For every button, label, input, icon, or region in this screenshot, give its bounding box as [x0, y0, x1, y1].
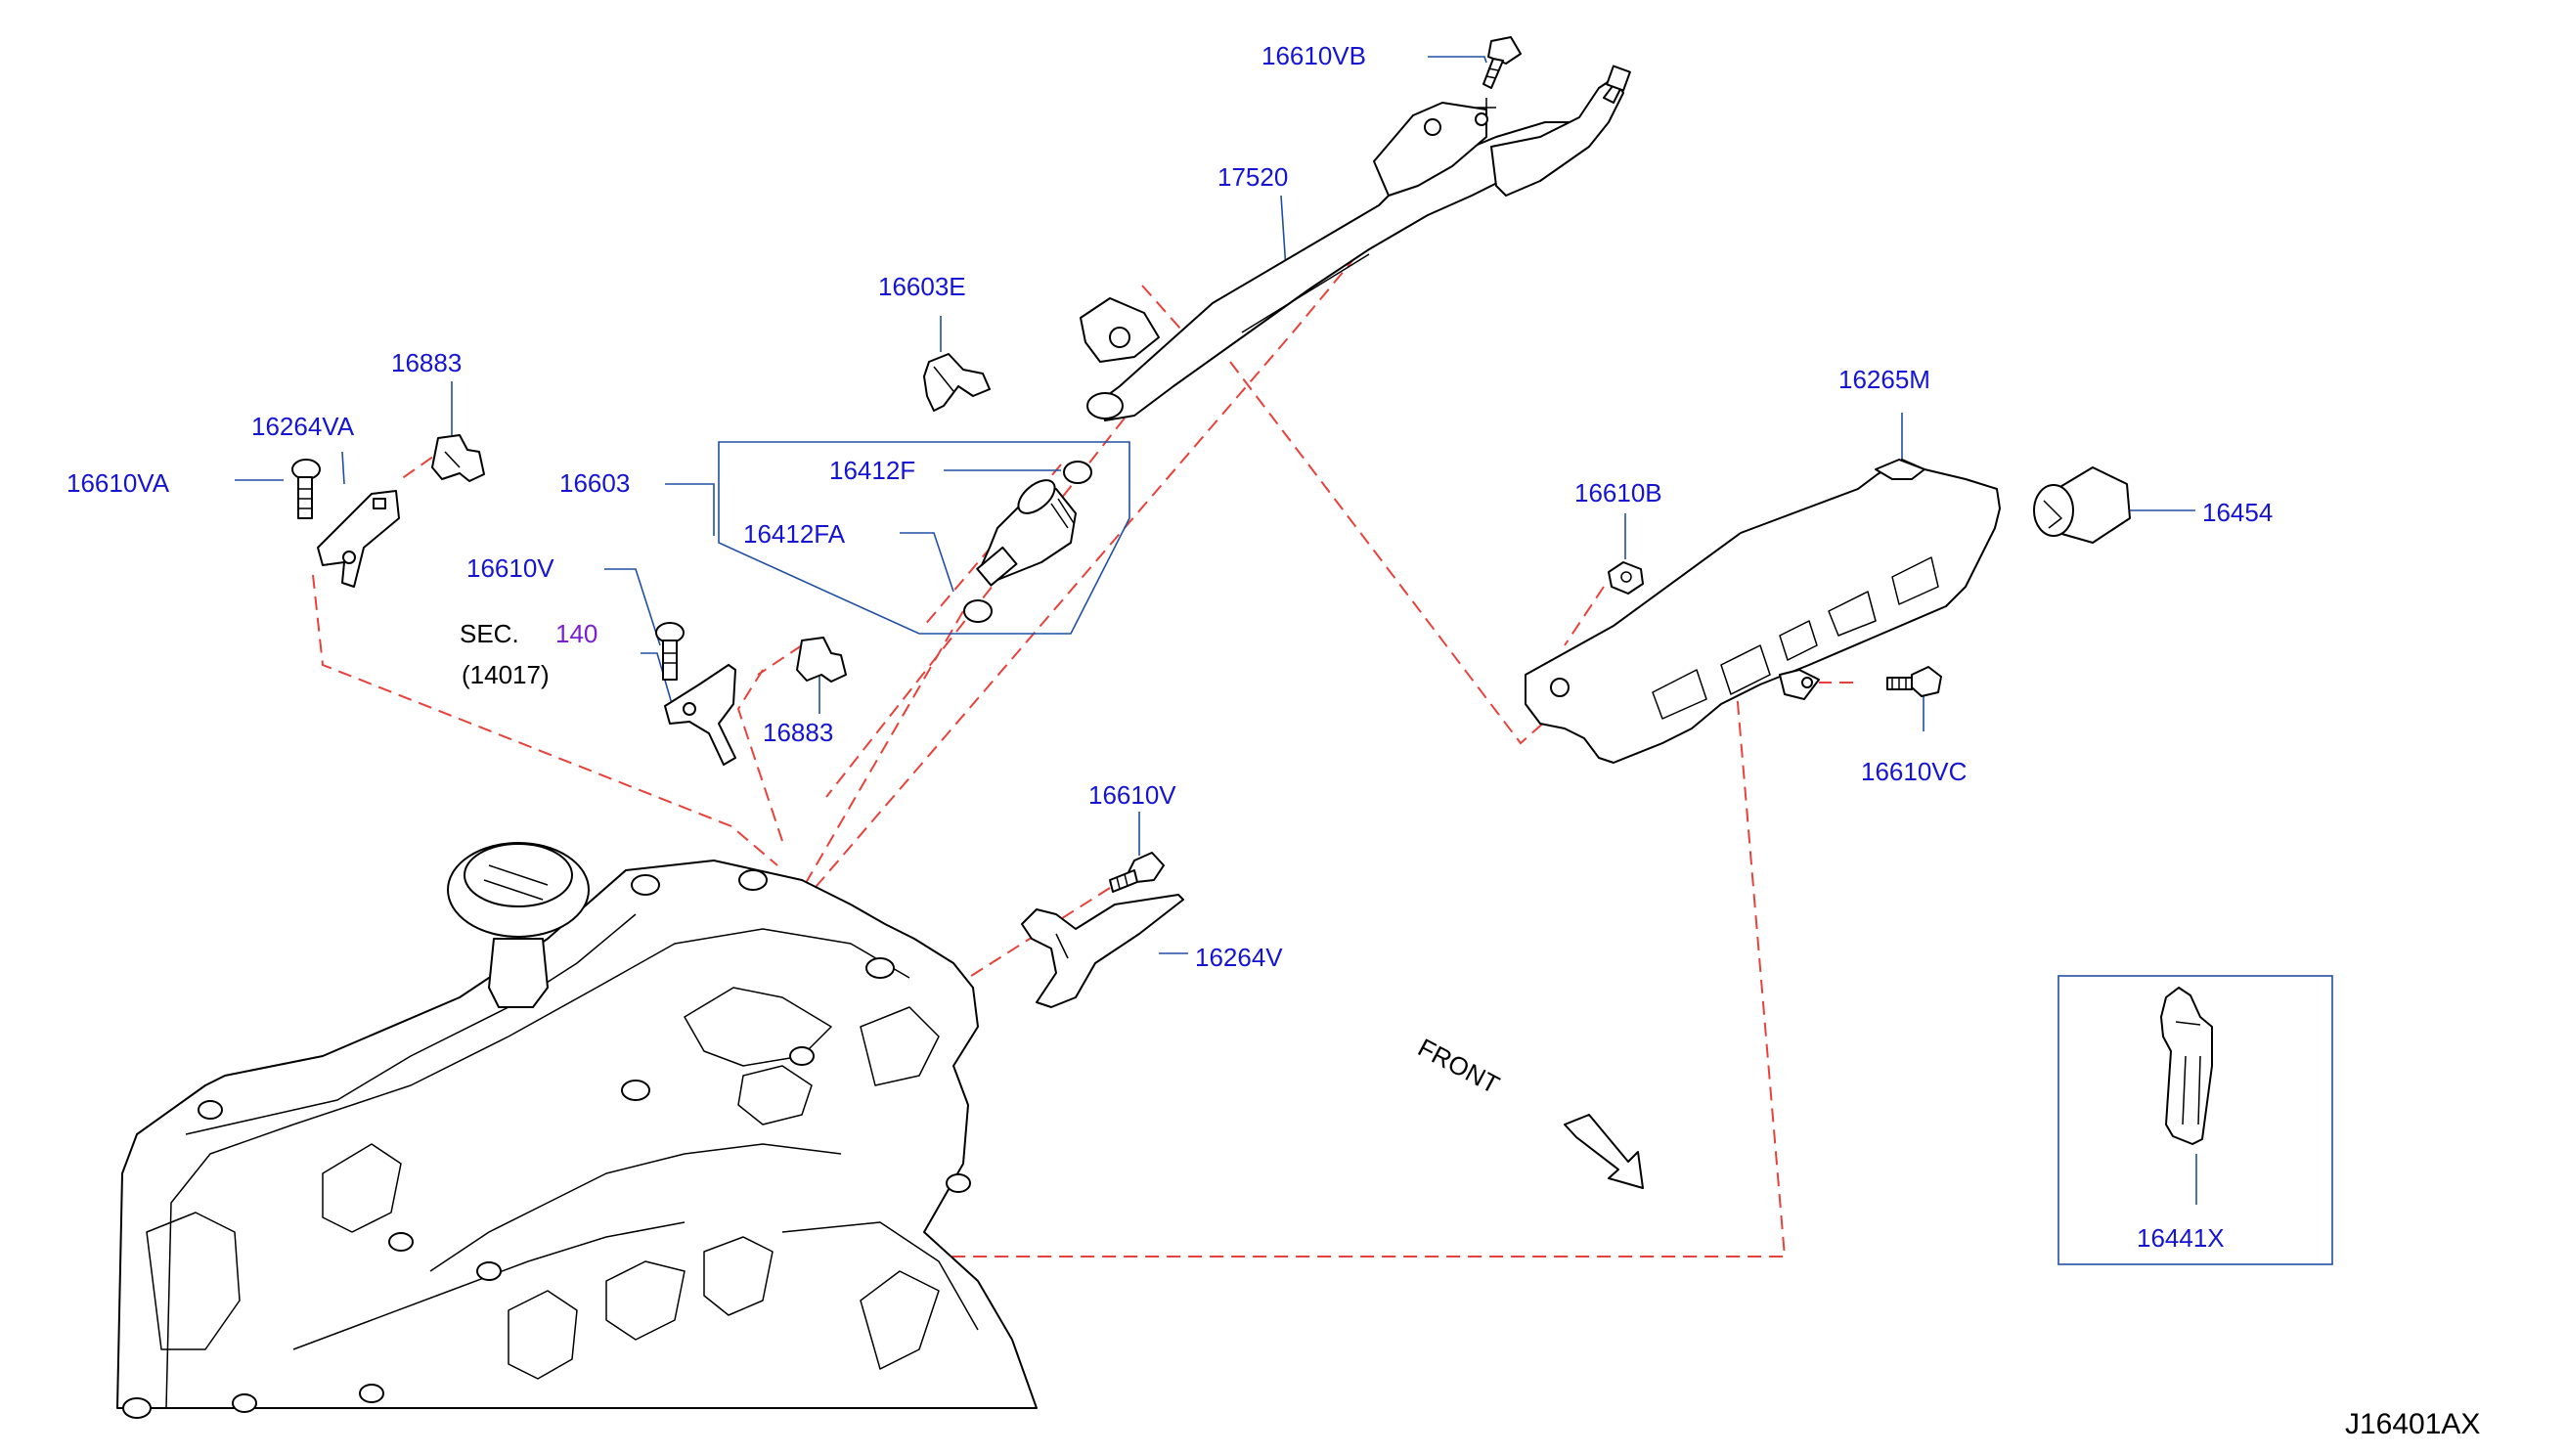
clip-16441X[interactable] — [2160, 987, 2213, 1145]
front-direction-arrow — [1564, 1114, 1644, 1189]
label-16454[interactable]: 16454 — [2202, 498, 2273, 527]
label-17520[interactable]: 17520 — [1217, 162, 1288, 192]
label-16610V-lower[interactable]: 16610V — [1088, 780, 1176, 810]
label-16264V[interactable]: 16264V — [1195, 943, 1283, 972]
engine-block — [116, 842, 1038, 1419]
nut-16610B[interactable] — [1608, 561, 1644, 595]
bracket-sec140[interactable] — [664, 664, 736, 766]
section-number-link[interactable]: 140 — [555, 619, 597, 648]
injector-group-outline — [718, 441, 1130, 635]
label-16412FA[interactable]: 16412FA — [743, 519, 846, 549]
bolt-16610V-upper[interactable] — [655, 622, 685, 681]
label-16603E[interactable]: 16603E — [878, 272, 966, 301]
label-16412F[interactable]: 16412F — [829, 456, 915, 485]
bolt-16610VA[interactable] — [291, 459, 321, 519]
label-16603[interactable]: 16603 — [559, 468, 630, 498]
label-16883-upper[interactable]: 16883 — [391, 348, 462, 377]
label-16883-lower[interactable]: 16883 — [763, 718, 833, 747]
o-ring-16412FA[interactable] — [963, 599, 993, 623]
heat-shield-16265M[interactable] — [1525, 459, 2001, 764]
label-16610VB[interactable]: 16610VB — [1261, 41, 1366, 70]
clip-16603E[interactable] — [923, 353, 991, 412]
clip-detail-box — [2057, 975, 2333, 1265]
label-16441X[interactable]: 16441X — [2137, 1223, 2225, 1253]
label-16610B[interactable]: 16610B — [1574, 478, 1662, 507]
bolt-16610VC[interactable] — [1886, 666, 1942, 697]
o-ring-16412F[interactable] — [1063, 461, 1092, 484]
bracket-16264V[interactable] — [1021, 894, 1184, 1008]
injector-16603[interactable] — [976, 474, 1077, 587]
bolt-16610V-lower[interactable] — [1109, 852, 1165, 893]
bracket-16264VA[interactable] — [317, 490, 400, 588]
label-16610VA[interactable]: 16610VA — [66, 468, 170, 498]
bolt-16610VB[interactable] — [1482, 36, 1522, 89]
front-label: FRONT — [1413, 1033, 1504, 1100]
diagram-code: J16401AX — [2345, 1408, 2480, 1440]
fuel-rail-17520[interactable] — [1080, 65, 1631, 421]
insulator-16454[interactable] — [2033, 466, 2131, 544]
clip-16883-lower[interactable] — [796, 637, 847, 683]
section-sub-ref: (14017) — [462, 660, 550, 689]
part-labels: 16610VB 17520 16603E 16883 16264VA 16610… — [66, 41, 2480, 1440]
label-16264VA[interactable]: 16264VA — [251, 412, 355, 441]
label-16610VC[interactable]: 16610VC — [1861, 757, 1967, 786]
clip-16883-upper[interactable] — [431, 434, 485, 482]
label-16610V-upper[interactable]: 16610V — [466, 553, 554, 583]
label-16265M[interactable]: 16265M — [1838, 365, 1930, 394]
section-label: SEC. — [460, 619, 519, 648]
